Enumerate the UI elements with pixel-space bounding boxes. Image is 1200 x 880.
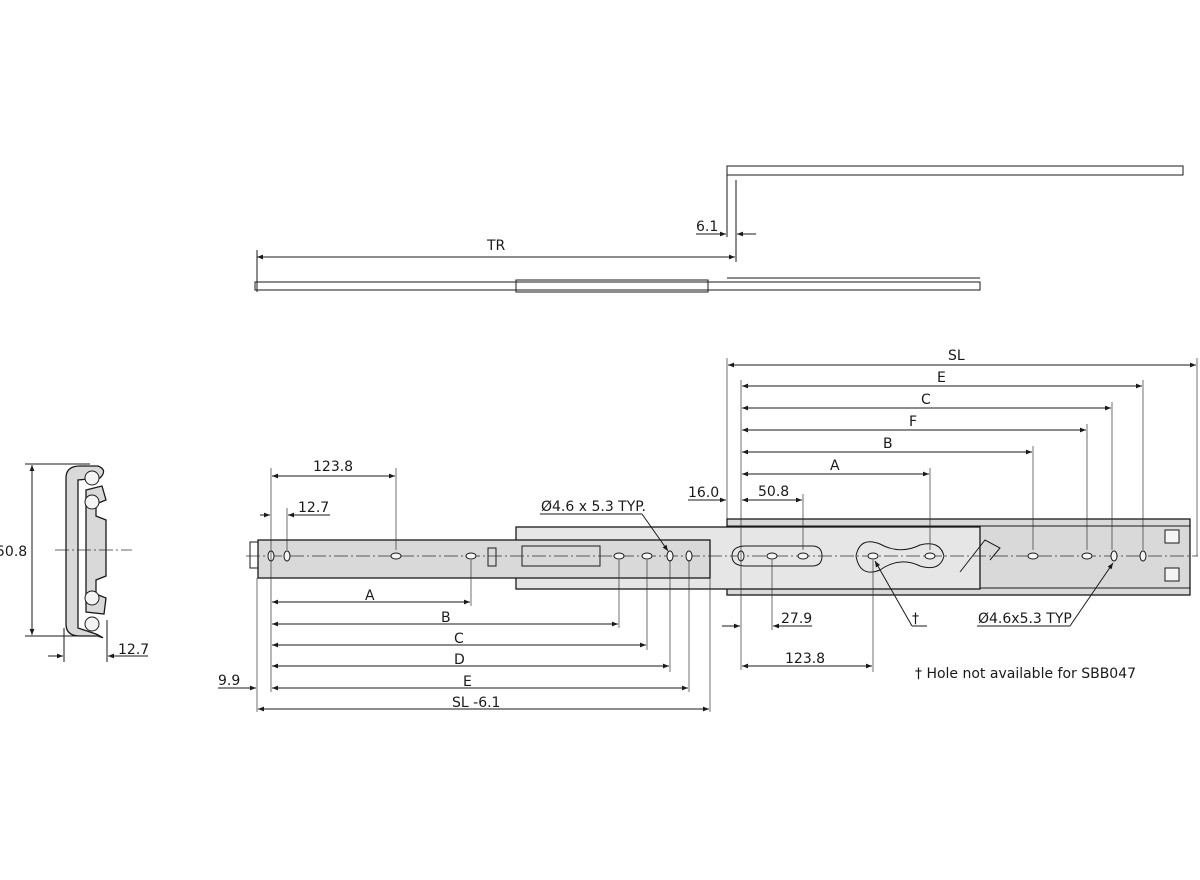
- dim-a-left: A: [365, 588, 375, 604]
- height-label: 50.8: [0, 544, 27, 560]
- width-label: 12.7: [118, 642, 149, 658]
- callouts: Ø4.6 x 5.3 TYP. † Ø4.6x5.3 TYP † Hole no…: [540, 499, 1136, 682]
- dim-123-8-left: 123.8: [313, 459, 353, 475]
- dim-123-8-right: 123.8: [785, 651, 825, 667]
- cross-section: 50.8 12.7: [0, 463, 149, 662]
- dim-c-left: C: [454, 631, 464, 647]
- dim-12-7-left: 12.7: [298, 500, 329, 516]
- dim-sl-minus: SL -6.1: [452, 695, 500, 711]
- hole-callout-left: Ø4.6 x 5.3 TYP.: [541, 499, 646, 515]
- dim-b-left: B: [441, 610, 451, 626]
- dagger-callout: †: [912, 611, 919, 627]
- side-view: SL E C F B A 50.8 16.0 27.9 123.8: [218, 348, 1198, 712]
- dim-f-right: F: [909, 414, 917, 430]
- footnote: † Hole not available for SBB047: [915, 666, 1136, 682]
- dim-27-9: 27.9: [781, 611, 812, 627]
- dim-sl: SL: [948, 348, 965, 364]
- right-dimensions: SL E C F B A 50.8 16.0 27.9 123.8: [688, 348, 1198, 672]
- dim-e-right: E: [937, 370, 946, 386]
- mounting-holes: [267, 550, 1147, 562]
- dim-9-9: 9.9: [218, 673, 240, 689]
- tr-label: TR: [486, 238, 506, 254]
- left-dimensions: 123.8 12.7 A B C D E SL -6.1 9.9: [218, 459, 711, 712]
- dim-c-right: C: [921, 392, 931, 408]
- offset-label: 6.1: [696, 219, 718, 235]
- dim-d-left: D: [454, 652, 465, 668]
- dim-b-right: B: [883, 436, 893, 452]
- dim-50-8: 50.8: [758, 484, 789, 500]
- top-view: TR 6.1: [254, 165, 1184, 293]
- dim-16-0: 16.0: [688, 485, 719, 501]
- hole-callout-right: Ø4.6x5.3 TYP: [978, 611, 1072, 627]
- dim-e-left: E: [463, 674, 472, 690]
- dim-a-right: A: [830, 458, 840, 474]
